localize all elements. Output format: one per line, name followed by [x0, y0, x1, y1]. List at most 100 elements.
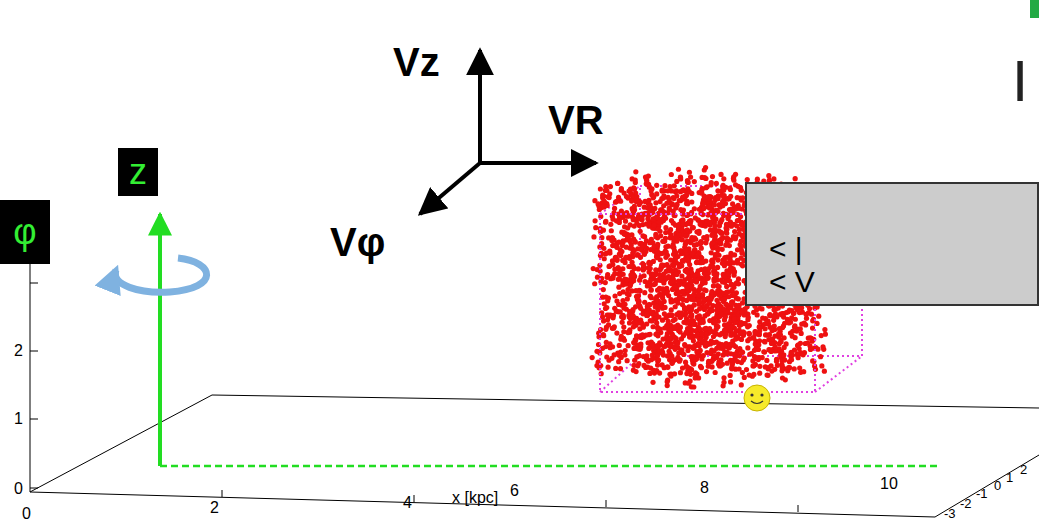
star-point: [740, 370, 745, 375]
star-point: [618, 199, 623, 204]
star-point: [699, 246, 704, 251]
star-point: [666, 349, 671, 354]
star-point: [626, 329, 631, 334]
star-point: [764, 358, 769, 363]
star-point: [616, 352, 621, 357]
star-point: [620, 258, 625, 263]
star-point: [670, 299, 675, 304]
star-point: [745, 345, 750, 350]
star-point: [619, 314, 624, 319]
star-point: [655, 353, 660, 358]
star-point: [654, 183, 659, 188]
star-point: [727, 185, 732, 190]
star-point: [704, 234, 709, 239]
star-point: [725, 236, 730, 241]
star-point: [667, 206, 672, 211]
star-point: [765, 373, 770, 378]
star-point: [731, 234, 736, 239]
star-point: [620, 314, 625, 319]
star-point: [715, 308, 720, 313]
star-point: [650, 380, 655, 385]
star-point: [668, 257, 673, 262]
star-point: [656, 357, 661, 362]
star-point: [694, 259, 699, 264]
star-point: [700, 201, 705, 206]
star-point: [724, 302, 729, 307]
star-point: [808, 335, 813, 340]
star-point: [640, 233, 645, 238]
star-point: [603, 327, 608, 332]
star-point: [672, 183, 677, 188]
star-point: [651, 259, 656, 264]
star-point: [762, 339, 767, 344]
star-point: [742, 355, 747, 360]
star-point: [678, 175, 683, 180]
star-point: [617, 220, 622, 225]
star-point: [685, 179, 690, 184]
star-point: [603, 280, 608, 285]
star-point: [729, 301, 734, 306]
star-point: [720, 279, 725, 284]
star-point: [687, 170, 692, 175]
star-point: [795, 343, 800, 348]
star-point: [623, 219, 628, 224]
star-point: [638, 274, 643, 279]
star-point: [776, 331, 781, 336]
star-point: [612, 206, 617, 211]
star-point: [700, 186, 705, 191]
star-point: [799, 331, 804, 336]
star-point: [660, 187, 665, 192]
star-point: [590, 355, 595, 360]
star-point: [780, 375, 785, 380]
star-point: [779, 349, 784, 354]
star-point: [672, 371, 677, 376]
star-point: [809, 312, 814, 317]
star-point: [657, 219, 662, 224]
star-point: [714, 181, 719, 186]
star-point: [691, 354, 696, 359]
star-point: [727, 243, 732, 248]
star-point: [679, 347, 684, 352]
star-point: [646, 173, 651, 178]
star-point: [617, 291, 622, 296]
star-point: [601, 194, 606, 199]
star-point: [728, 373, 733, 378]
star-point: [671, 221, 676, 226]
star-point: [722, 193, 727, 198]
star-point: [643, 333, 648, 338]
star-point: [709, 180, 714, 185]
star-point: [669, 172, 674, 177]
star-point: [612, 267, 617, 272]
star-point: [655, 288, 660, 293]
star-point: [772, 314, 777, 319]
star-point: [607, 195, 612, 200]
star-point: [605, 275, 610, 280]
star-point: [713, 370, 718, 375]
star-point: [729, 366, 734, 371]
star-point: [615, 181, 620, 186]
star-point: [740, 309, 745, 314]
star-point: [822, 327, 827, 332]
star-point: [764, 372, 769, 377]
star-point: [694, 278, 699, 283]
star-point: [697, 306, 702, 311]
star-point: [631, 368, 636, 373]
star-point: [592, 281, 597, 286]
star-point: [793, 317, 798, 322]
star-point: [616, 285, 621, 290]
star-point: [625, 358, 630, 363]
star-point: [612, 293, 617, 298]
star-point: [674, 188, 679, 193]
star-point: [622, 352, 627, 357]
star-point: [816, 314, 821, 319]
star-point: [676, 167, 681, 172]
star-point: [732, 308, 737, 313]
star-point: [796, 342, 801, 347]
star-point: [638, 288, 643, 293]
star-point: [676, 290, 681, 295]
star-point: [714, 327, 719, 332]
star-point: [819, 363, 824, 368]
star-point: [614, 330, 619, 335]
star-point: [747, 372, 752, 377]
star-point: [637, 202, 642, 207]
